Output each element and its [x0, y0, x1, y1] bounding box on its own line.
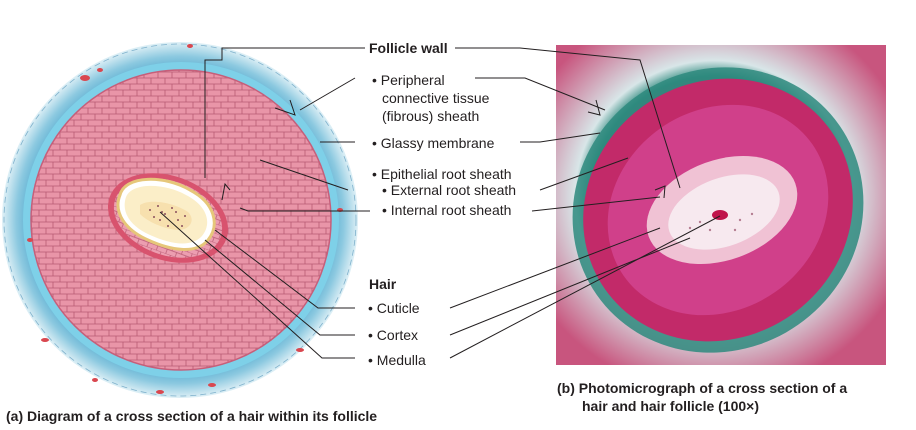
caption-b-line2: hair and hair follicle (100×) — [582, 398, 760, 414]
hair-medulla — [140, 201, 192, 230]
label-peripheral-line2: connective tissue — [382, 90, 490, 106]
label-hair: Hair — [369, 276, 397, 292]
follicle-micrograph — [556, 45, 886, 365]
label-cuticle: • Cuticle — [368, 300, 420, 316]
follicle-diagram — [2, 42, 358, 398]
label-cortex: • Cortex — [368, 327, 419, 343]
leader-lines — [159, 47, 721, 359]
label-epithelial-root-sheath: • Epithelial root sheath — [372, 166, 512, 182]
label-external-root-sheath: • External root sheath — [382, 182, 517, 198]
caption-a: (a) Diagram of a cross section of a hair… — [6, 408, 378, 424]
label-peripheral-line3: (fibrous) sheath — [382, 108, 480, 124]
label-follicle-wall: Follicle wall — [369, 40, 448, 56]
label-internal-root-sheath: • Internal root sheath — [382, 202, 512, 218]
caption-b-line1: (b) Photomicrograph of a cross section o… — [557, 380, 848, 396]
label-glassy-membrane: • Glassy membrane — [372, 135, 495, 151]
label-peripheral: • Peripheral — [372, 72, 445, 88]
label-medulla: • Medulla — [368, 352, 426, 368]
